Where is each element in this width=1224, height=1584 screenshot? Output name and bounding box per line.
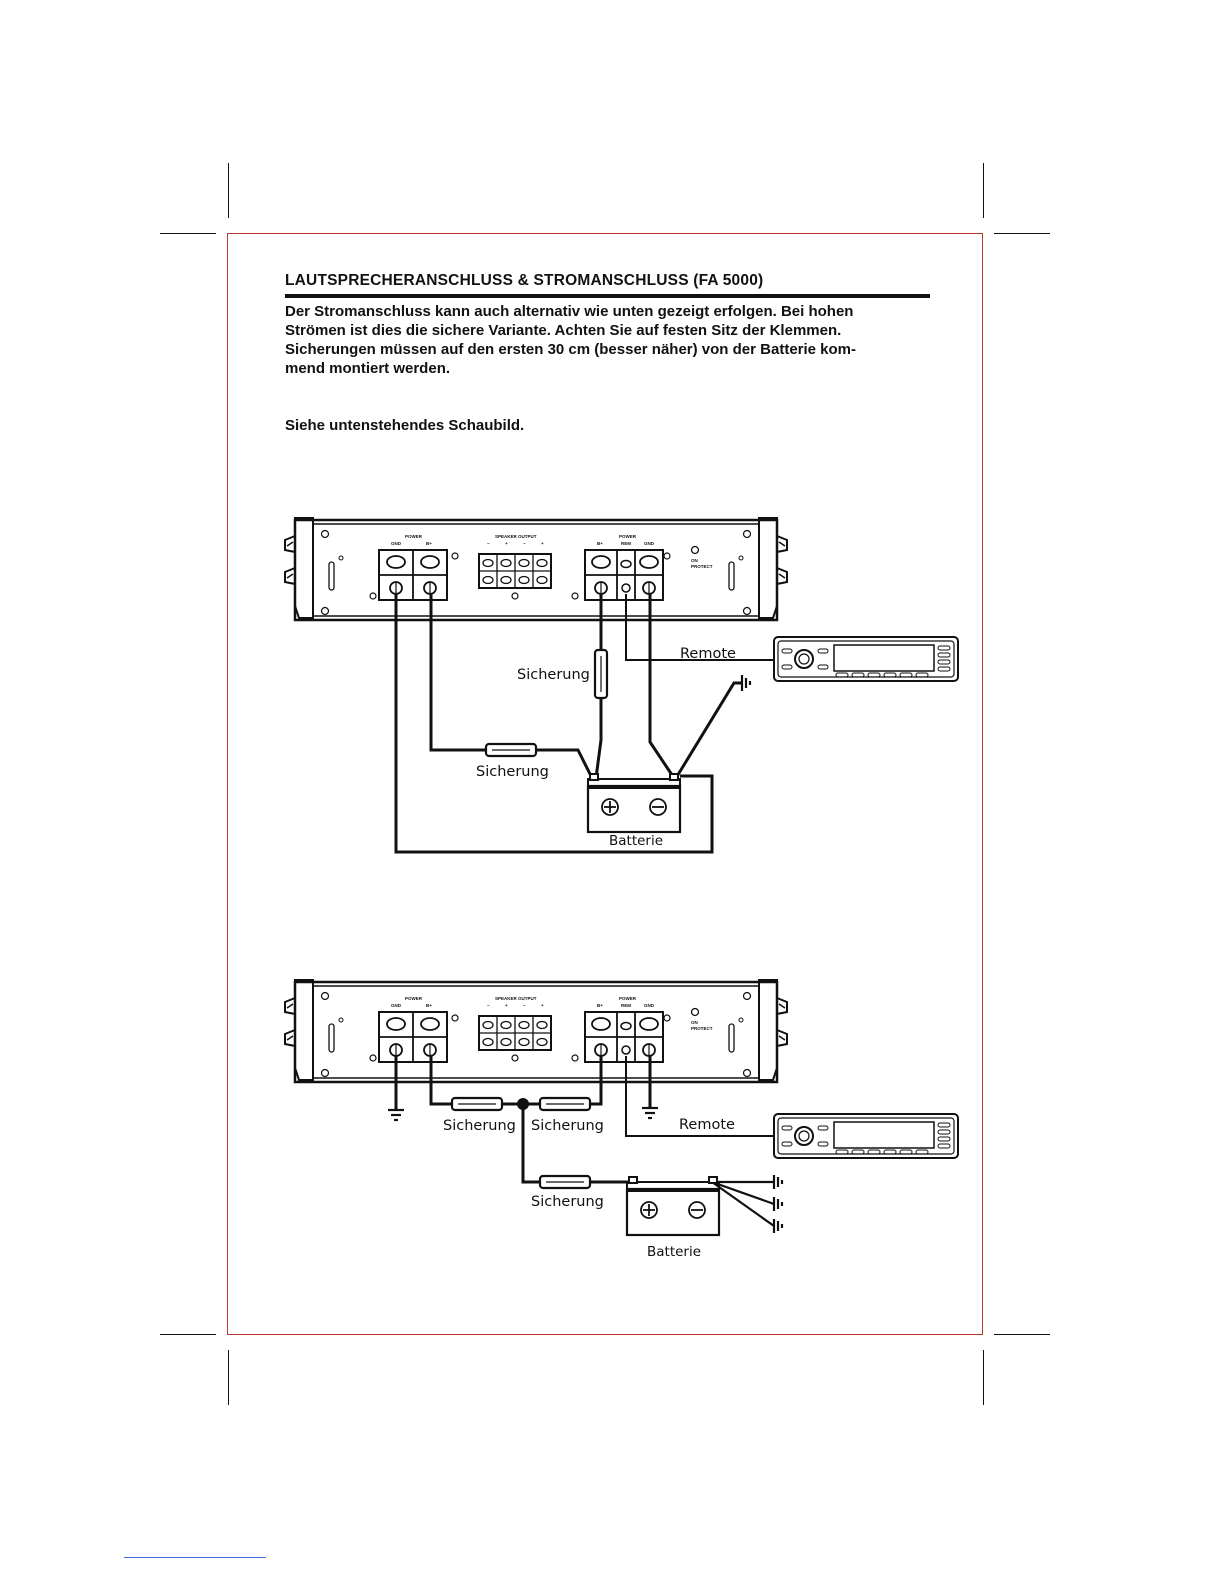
crop-mark (994, 233, 1050, 234)
fuse-label: Sicherung (476, 764, 549, 780)
fuse-label: Sicherung (443, 1118, 516, 1134)
ground-symbol (772, 1197, 784, 1211)
footer-link-underline (124, 1557, 266, 1558)
crop-mark (160, 1334, 216, 1335)
amp-label: POWER (619, 996, 637, 1001)
amp-label: POWER (405, 534, 423, 539)
battery-bottom (625, 1175, 721, 1237)
amp-label: SPEAKER OUTPUT (495, 996, 537, 1001)
crop-mark (983, 1350, 984, 1405)
amp-label: GND (644, 1003, 655, 1008)
crop-mark (160, 233, 216, 234)
wiring-bottom (394, 1056, 775, 1227)
amp-label: REM (621, 541, 631, 546)
amp-label: B+ (597, 1003, 603, 1008)
amp-label: ON (691, 558, 698, 563)
crop-mark (983, 163, 984, 218)
amp-label: − (487, 541, 490, 546)
intro-paragraph: Der Stromanschluss kann auch alternativ … (285, 302, 935, 378)
ground-symbol (772, 1219, 784, 1233)
amp-label: PROTECT (691, 1026, 713, 1031)
amp-label: B+ (597, 541, 603, 546)
amp-label: POWER (405, 996, 423, 1001)
battery-label: Batterie (609, 833, 663, 849)
amp-label: REM (621, 1003, 631, 1008)
amp-label: + (505, 541, 508, 546)
battery-label: Batterie (647, 1244, 701, 1260)
intro-line: mend montiert werden. (285, 360, 451, 377)
amp-label: GND (391, 541, 402, 546)
crop-mark (228, 1350, 229, 1405)
intro-line: Der Stromanschluss kann auch alternativ … (285, 303, 854, 320)
crop-mark (228, 163, 229, 218)
wiring-top (394, 594, 774, 854)
diagram-reference: Siehe untenstehendes Schaubild. (285, 417, 525, 434)
fuse-label: Sicherung (517, 667, 590, 683)
amplifier-top: POWER GND B+ SPEAKER OUTPUT − + − + POWE… (283, 516, 789, 622)
crop-mark (994, 1334, 1050, 1335)
remote-label: Remote (679, 1117, 735, 1133)
remote-label: Remote (680, 646, 736, 662)
amp-label: GND (391, 1003, 402, 1008)
page-title: LAUTSPRECHERANSCHLUSS & STROMANSCHLUSS (… (285, 272, 930, 298)
intro-line: Strömen ist dies die sichere Variante. A… (285, 322, 842, 339)
head-unit-bottom (773, 1113, 959, 1159)
amp-label: B+ (426, 541, 432, 546)
amp-label: SPEAKER OUTPUT (495, 534, 537, 539)
junction-node (517, 1098, 529, 1110)
head-unit-top (773, 636, 959, 682)
amp-label: + (505, 1003, 508, 1008)
amp-label: PROTECT (691, 564, 713, 569)
amplifier-bottom: POWER GND B+ SPEAKER OUTPUT − + − + POWE… (283, 978, 789, 1084)
fuse-label: Sicherung (531, 1194, 604, 1210)
amp-label: POWER (619, 534, 637, 539)
amp-label: + (541, 541, 544, 546)
amp-label: − (523, 541, 526, 546)
ground-symbol (772, 1175, 784, 1189)
intro-line: Sicherungen müssen auf den ersten 30 cm … (285, 341, 857, 358)
amp-label: − (487, 1003, 490, 1008)
battery-top (586, 772, 682, 834)
page-frame (227, 233, 983, 1335)
ground-symbol (642, 1106, 658, 1120)
ground-symbol (388, 1108, 404, 1122)
fuse-label: Sicherung (531, 1118, 604, 1134)
amp-label: + (541, 1003, 544, 1008)
ground-symbol (740, 675, 752, 691)
amp-label: B+ (426, 1003, 432, 1008)
amp-label: − (523, 1003, 526, 1008)
amp-label: GND (644, 541, 655, 546)
amp-label: ON (691, 1020, 698, 1025)
